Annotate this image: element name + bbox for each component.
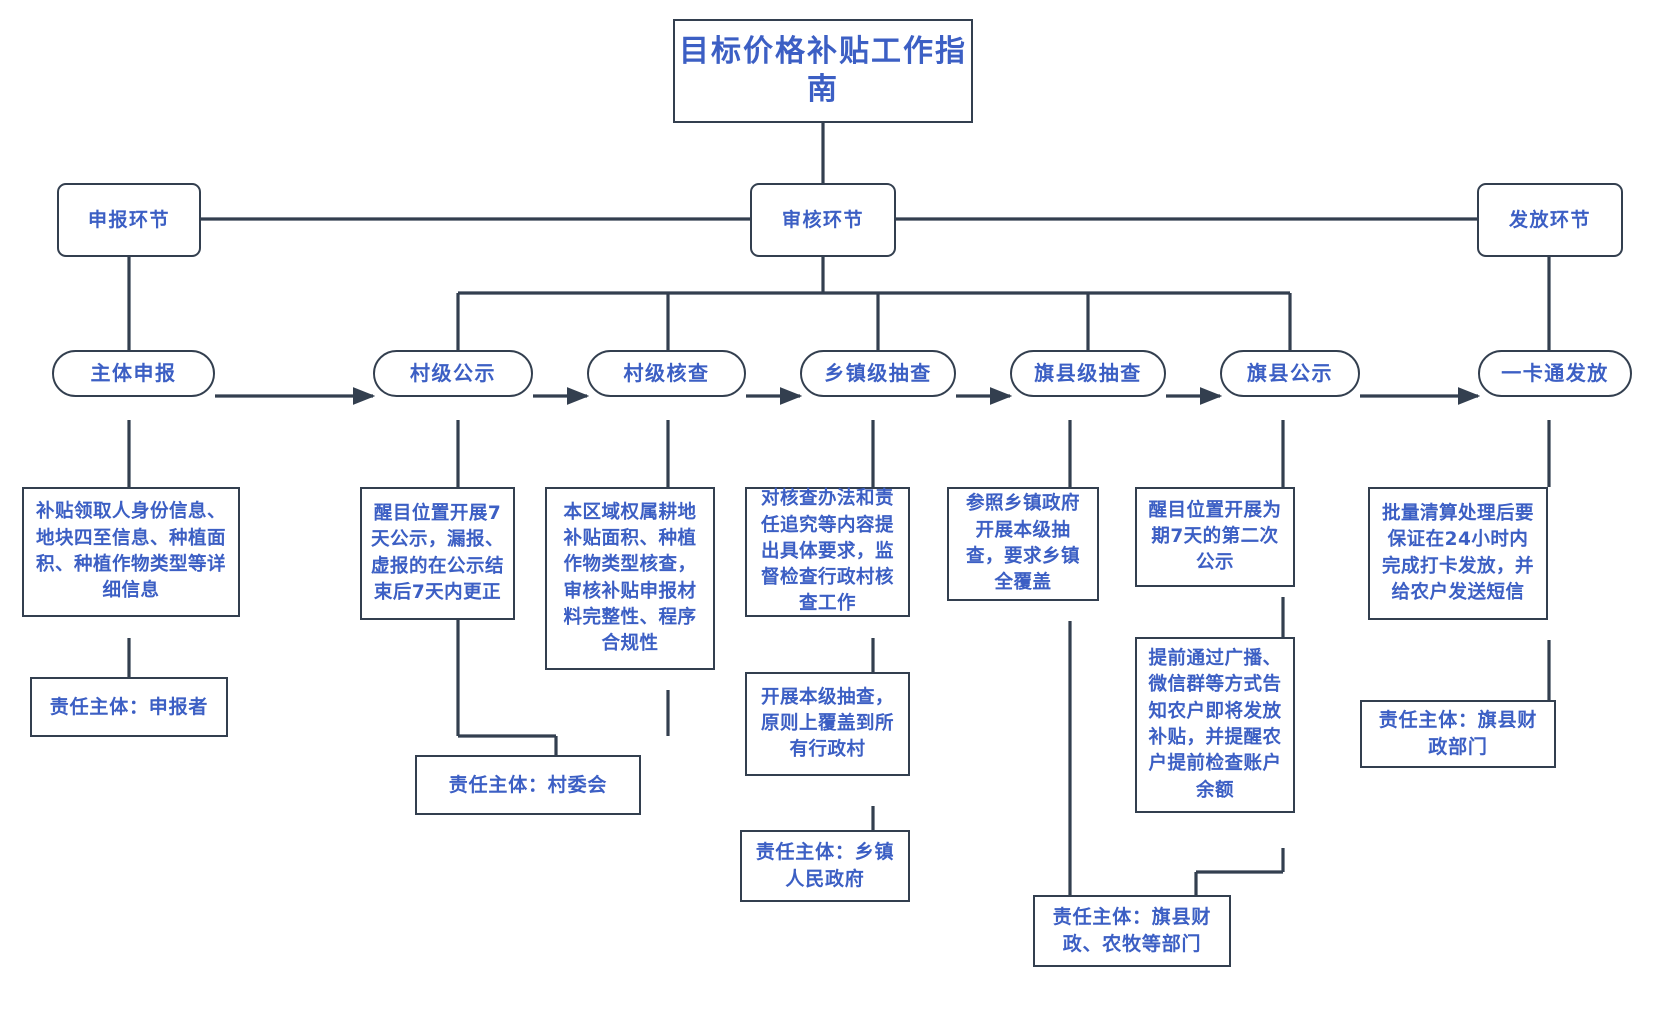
detail-box-cunji-hecha: 本区域权属耕地补贴面积、种植作物类型核查，审核补贴申报材料完整性、程序合规性 — [545, 487, 715, 670]
detail-box-shenbao-info: 补贴领取人身份信息、地块四至信息、种植面积、种植作物类型等详细信息 — [22, 487, 240, 617]
step-label-5: 旗县级抽查 — [1034, 360, 1142, 385]
step-label-4: 乡镇级抽查 — [824, 360, 932, 385]
detail-box-qixian-choucha: 参照乡镇政府开展本级抽查，要求乡镇全覆盖 — [947, 487, 1099, 601]
diagram-title-label: 目标价格补贴工作指南 — [679, 33, 967, 107]
detail-box-fafang-yaoqiu: 批量清算处理后要保证在24小时内完成打卡发放，并给农户发送短信 — [1368, 487, 1548, 620]
step-label-6: 旗县公示 — [1247, 360, 1333, 385]
owner-box-shenbaozhe: 责任主体：申报者 — [30, 677, 228, 737]
detail-text-1: 补贴领取人身份信息、地块四至信息、种植面积、种植作物类型等详细信息 — [35, 501, 226, 602]
step-label-7: 一卡通发放 — [1501, 360, 1609, 385]
detail-box-qixian-gongshi: 醒目位置开展为期7天的第二次公示 — [1135, 487, 1295, 587]
step-box-qixianjichoucha[interactable]: 旗县级抽查 — [1010, 350, 1166, 397]
detail-text-8: 提前通过广播、微信群等方式告知农户即将发放补贴，并提醒农户提前检查账户余额 — [1148, 648, 1282, 801]
step-box-zhutishenbao[interactable]: 主体申报 — [52, 350, 215, 397]
detail-text-3: 本区域权属耕地补贴面积、种植作物类型核查，审核补贴申报材料完整性、程序合规性 — [563, 501, 697, 655]
detail-box-xiangzhen-yaoqiu: 对核查办法和责任追究等内容提出具体要求，监督检查行政村核查工作 — [745, 487, 910, 617]
owner-box-qixian-caizheng-nongmu: 责任主体：旗县财政、农牧等部门 — [1033, 895, 1231, 967]
step-label-2: 村级公示 — [410, 360, 496, 385]
phase-box-disburse[interactable]: 发放环节 — [1477, 183, 1623, 257]
owner-text-5: 责任主体：旗县财政部门 — [1378, 709, 1538, 758]
phase-box-declare[interactable]: 申报环节 — [57, 183, 201, 257]
phase-label-declare: 申报环节 — [87, 208, 170, 231]
step-box-xiangzhenjichoucha[interactable]: 乡镇级抽查 — [800, 350, 956, 397]
owner-text-1: 责任主体：申报者 — [49, 695, 209, 718]
phase-label-disburse: 发放环节 — [1508, 208, 1591, 231]
detail-text-9: 批量清算处理后要保证在24小时内完成打卡发放，并给农户发送短信 — [1381, 502, 1534, 603]
owner-text-3: 责任主体：乡镇人民政府 — [755, 841, 895, 890]
detail-text-7: 醒目位置开展为期7天的第二次公示 — [1148, 499, 1282, 574]
owner-text-4: 责任主体：旗县财政、农牧等部门 — [1052, 906, 1212, 955]
owner-box-xiangzhen-zhengfu: 责任主体：乡镇人民政府 — [740, 830, 910, 902]
detail-box-cunji-gongshi: 醒目位置开展7天公示，漏报、虚报的在公示结束后7天内更正 — [360, 487, 515, 620]
owner-box-qixian-caizheng: 责任主体：旗县财政部门 — [1360, 700, 1556, 768]
phase-box-review[interactable]: 审核环节 — [750, 183, 896, 257]
step-label-3: 村级核查 — [623, 360, 710, 385]
step-box-cunjihecha[interactable]: 村级核查 — [587, 350, 746, 397]
step-box-cunjigongshi[interactable]: 村级公示 — [373, 350, 533, 397]
step-label-1: 主体申报 — [90, 360, 177, 385]
owner-text-2: 责任主体：村委会 — [448, 773, 608, 796]
diagram-title: 目标价格补贴工作指南 — [673, 19, 973, 123]
detail-box-xiangzhen-choucha: 开展本级抽查，原则上覆盖到所有行政村 — [745, 672, 910, 776]
step-box-yikatongfafang[interactable]: 一卡通发放 — [1478, 350, 1632, 397]
detail-box-tongzhi-nonghu: 提前通过广播、微信群等方式告知农户即将发放补贴，并提醒农户提前检查账户余额 — [1135, 637, 1295, 813]
detail-text-2: 醒目位置开展7天公示，漏报、虚报的在公示结束后7天内更正 — [371, 502, 505, 603]
step-box-qixiangongshi[interactable]: 旗县公示 — [1220, 350, 1360, 397]
detail-text-4: 对核查办法和责任追究等内容提出具体要求，监督检查行政村核查工作 — [760, 488, 894, 615]
detail-text-5: 开展本级抽查，原则上覆盖到所有行政村 — [760, 686, 894, 761]
owner-box-cunweihui: 责任主体：村委会 — [415, 755, 641, 815]
phase-label-review: 审核环节 — [781, 208, 864, 231]
detail-text-6: 参照乡镇政府开展本级抽查，要求乡镇全覆盖 — [965, 493, 1080, 594]
